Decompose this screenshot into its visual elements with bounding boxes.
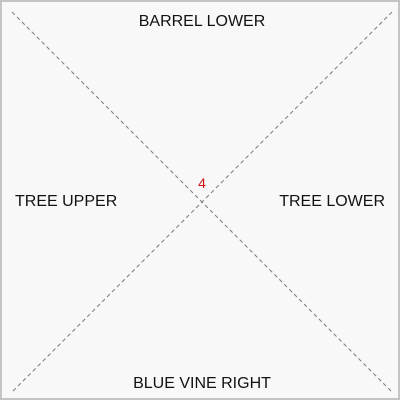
right-edge-label: TREE LOWER [279, 193, 385, 210]
diagonal-line-tr-bl [11, 11, 393, 393]
center-number: 4 [198, 175, 206, 191]
top-edge-label: BARREL LOWER [138, 13, 266, 30]
left-edge-label: TREE UPPER [15, 193, 118, 210]
bottom-edge-label: BLUE VINE RIGHT [133, 375, 271, 392]
